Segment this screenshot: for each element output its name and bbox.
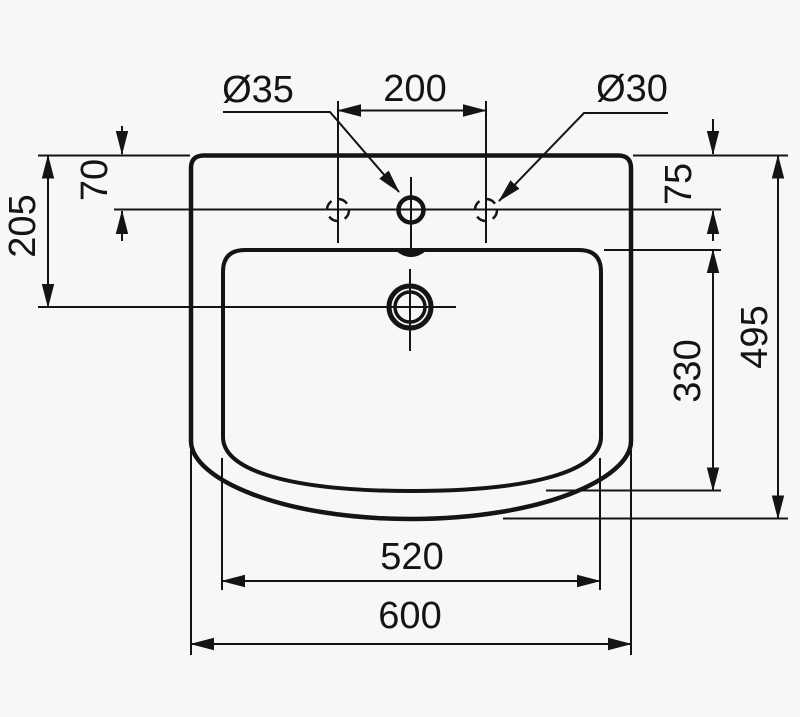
dim-label-overall-width: 600 bbox=[378, 595, 441, 637]
dim-label-basin-depth: 330 bbox=[667, 339, 709, 402]
dim-label-center-hole-diameter: Ø35 bbox=[222, 69, 294, 111]
dim-label-basin-width: 520 bbox=[380, 536, 443, 578]
leader-line-side-hole bbox=[498, 112, 668, 202]
outer-rim-outline bbox=[188, 153, 634, 522]
inner-basin-outline bbox=[221, 248, 603, 494]
dim-label-rim-to-hole-axis-left: 70 bbox=[74, 159, 116, 201]
dim-label-rim-to-overflow: 205 bbox=[2, 194, 44, 257]
basin-edge-notch bbox=[396, 251, 426, 257]
dim-label-rim-to-hole-axis-right: 75 bbox=[658, 163, 700, 205]
dim-label-hole-spacing: 200 bbox=[383, 68, 446, 110]
dim-label-overall-depth: 495 bbox=[734, 305, 776, 368]
dim-label-side-hole-diameter: Ø30 bbox=[596, 68, 668, 110]
leader-line-center-hole bbox=[223, 111, 400, 193]
